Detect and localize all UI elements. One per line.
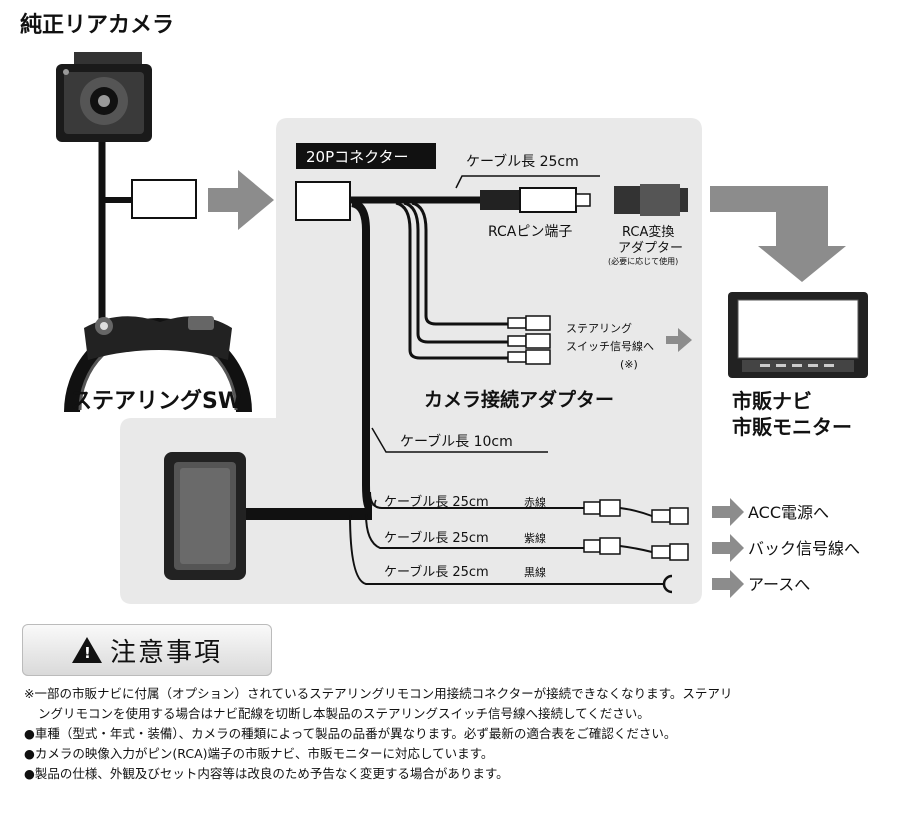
wire-dest: バック信号線へ (748, 539, 860, 558)
nav-label-1: 市販ナビ (732, 389, 812, 413)
steering-signal-label-2: スイッチ信号線へ (566, 339, 654, 353)
arrow-right-icon (712, 498, 744, 526)
caution-notes: ※一部の市販ナビに付属（オプション）されているステアリングリモコン用接続コネクタ… (24, 684, 884, 784)
cable-length-top: ケーブル長 25cm (466, 153, 579, 170)
arrow-right-icon (712, 570, 744, 598)
connector-20p-label: 20Pコネクター (306, 148, 409, 166)
rca-adapter-icon (614, 184, 688, 216)
arrow-right-icon (208, 170, 274, 230)
wire-length: ケーブル長 25cm (384, 494, 489, 510)
wire-color: 紫線 (524, 531, 546, 545)
wire-dest: アースへ (748, 575, 810, 594)
rca-pin-label: RCAピン端子 (488, 224, 572, 240)
note-line: ングリモコンを使用する場合はナビ配線を切断し本製品のステアリングスイッチ信号線へ… (38, 706, 650, 721)
rear-camera-icon (56, 52, 152, 142)
rca-adapter-label-2: アダプター (618, 241, 683, 256)
steering-connector-icon (507, 315, 551, 365)
caution-header: ! 注意事項 (22, 624, 272, 676)
note-line: ●製品の仕様、外観及びセット内容等は改良のため予告なく変更する場合があります。 (24, 766, 509, 781)
rca-pin-icon (480, 187, 591, 213)
cable-length-10: ケーブル長 10cm (400, 433, 513, 450)
rca-adapter-note: (必要に応じて使用) (608, 256, 678, 266)
steering-signal-note: (※) (620, 358, 638, 371)
note-line: ※一部の市販ナビに付属（オプション）されているステアリングリモコン用接続コネクタ… (24, 686, 733, 701)
rca-adapter-label-1: RCA変換 (622, 224, 674, 240)
camera-adapter-label: カメラ接続アダプター (424, 388, 614, 411)
caution-title: 注意事項 (109, 637, 222, 668)
adapter-panel-bg (120, 118, 702, 604)
wire-length: ケーブル長 25cm (384, 564, 489, 580)
connector-20p-box (295, 181, 351, 221)
steering-sw-label: ステアリングSW (70, 388, 242, 414)
wire-color: 黒線 (524, 565, 546, 579)
wire-length: ケーブル長 25cm (384, 530, 489, 546)
connector-icon (583, 537, 689, 561)
monitor-icon (728, 292, 868, 378)
rear-camera-title: 純正リアカメラ (20, 12, 174, 38)
wire-row: ケーブル長 25cm 紫線 バック信号線へ (384, 530, 860, 562)
arrow-right-icon (666, 328, 692, 352)
arrow-right-icon (712, 534, 744, 562)
camera-adapter-box (164, 452, 246, 580)
wire-color: 赤線 (524, 495, 546, 509)
camera-connector-box (131, 179, 197, 219)
nav-label-2: 市販モニター (732, 415, 852, 439)
wiring-diagram: 純正リアカメラ ステアリングSW 20Pコネクター ステアリング スイ (20, 12, 868, 604)
wire-row: ケーブル長 25cm 黒線 アースへ (384, 564, 810, 598)
arrow-down-icon (710, 186, 846, 282)
wire-dest: ACC電源へ (748, 503, 829, 522)
note-line: ●車種（型式・年式・装備）、カメラの種類によって製品の品番が異なります。必ず最新… (24, 726, 677, 741)
note-line: ●カメラの映像入力がピン(RCA)端子の市販ナビ、市販モニターに対応しています。 (24, 746, 494, 761)
steering-wheel-icon (64, 316, 252, 413)
ground-terminal-icon (662, 574, 673, 594)
steering-signal-label-1: ステアリング (566, 321, 632, 335)
wire-row: ケーブル長 25cm 赤線 ACC電源へ (374, 494, 829, 526)
warning-icon: ! (71, 637, 102, 663)
